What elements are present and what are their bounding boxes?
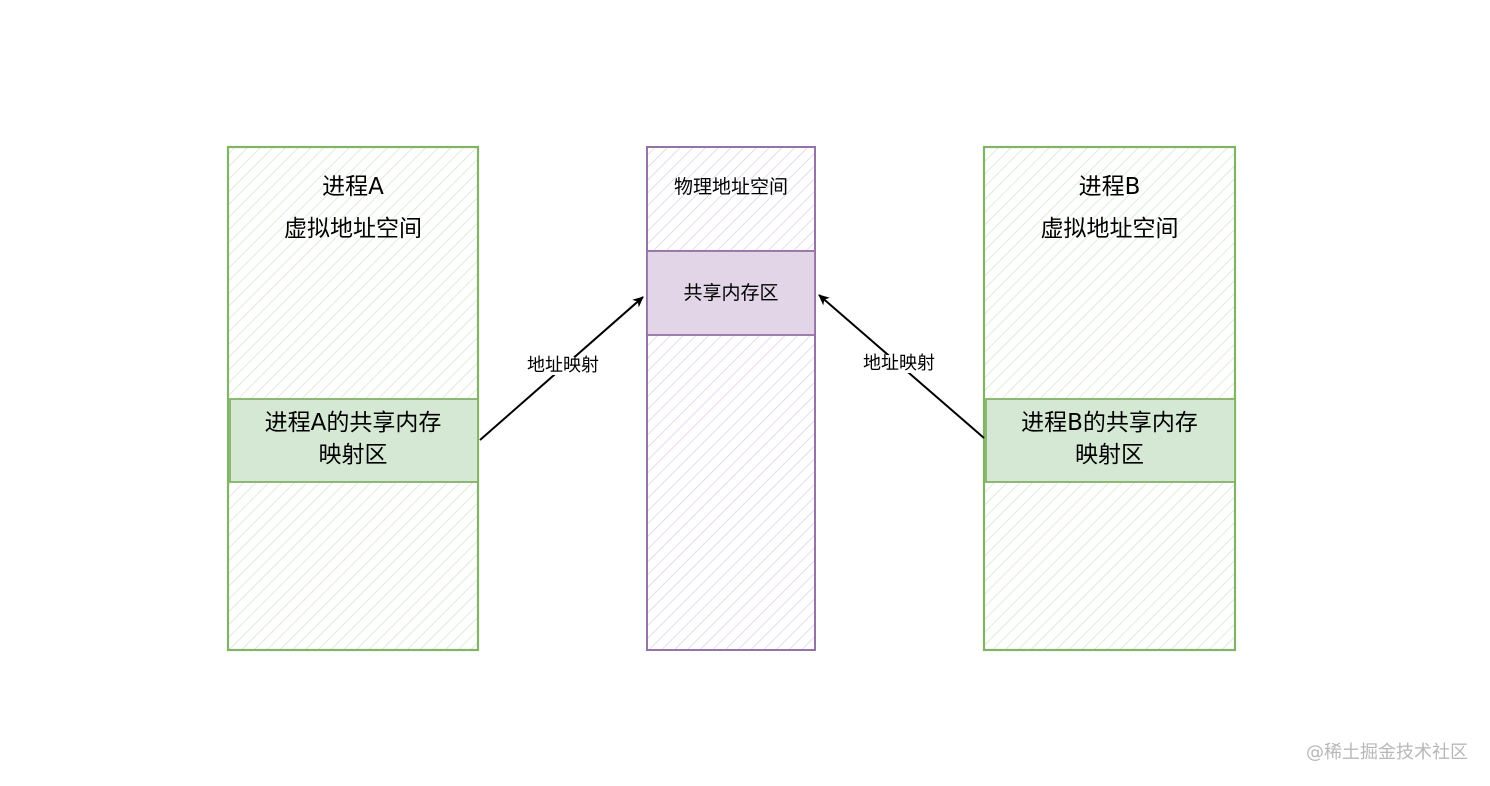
right-arrow-label: 地址映射	[841, 355, 957, 373]
process-b-subtitle: 虚拟地址空间	[1040, 216, 1179, 242]
process-a-shared-line1: 进程A的共享内存	[264, 410, 442, 436]
process-a-shared-line2: 映射区	[318, 442, 388, 468]
physical-memory-box	[646, 146, 816, 651]
process-b-box	[982, 145, 1237, 652]
process-a-box	[226, 145, 480, 652]
watermark-text: @稀土掘金技术社区	[1306, 742, 1468, 763]
physical-title: 物理地址空间	[673, 176, 788, 198]
physical-shared-region	[646, 250, 816, 336]
left-arrow-label: 地址映射	[505, 357, 621, 375]
physical-shared-label: 共享内存区	[683, 282, 779, 304]
process-b-title: 进程B	[1078, 174, 1141, 200]
process-b-shared-region	[985, 398, 1236, 483]
process-a-subtitle: 虚拟地址空间	[284, 216, 422, 242]
process-a-shared-region	[229, 398, 479, 483]
process-a-title: 进程A	[322, 174, 384, 200]
process-b-shared-line2: 映射区	[1075, 442, 1144, 468]
process-b-shared-line1: 进程B的共享内存	[1021, 410, 1198, 436]
